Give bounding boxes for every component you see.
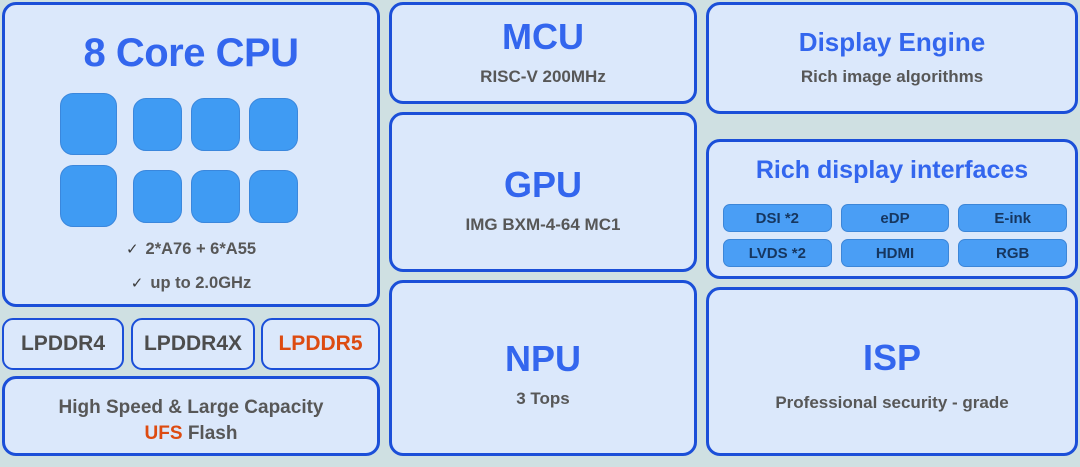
cpu-core-7 xyxy=(191,170,240,223)
cpu-spec-item: ✓ 2*A76 + 6*A55 xyxy=(5,241,377,258)
gpu-subtitle: IMG BXM-4-64 MC1 xyxy=(465,215,621,234)
display-interfaces-title: Rich display interfaces xyxy=(755,156,1029,184)
flash-accent-word: UFS xyxy=(144,422,183,444)
display-engine-subtitle: Rich image algorithms xyxy=(800,67,984,86)
memory-chip-lpddr4[interactable]: LPDDR4 xyxy=(2,318,124,370)
interface-chip-dsi[interactable]: DSI *2 xyxy=(723,204,832,232)
interface-chip-hdmi[interactable]: HDMI xyxy=(840,239,950,267)
cpu-core-6 xyxy=(133,170,182,223)
flash-line-1: High Speed & Large Capacity xyxy=(58,397,324,418)
memory-chip-lpddr5[interactable]: LPDDR5 xyxy=(261,318,380,370)
display-engine-block[interactable]: Display Engine Rich image algorithms xyxy=(706,2,1078,114)
display-engine-title: Display Engine xyxy=(798,27,986,57)
cpu-block[interactable]: 8 Core CPU ✓2*A76 + 6*A55 ✓up to 2.0GHz xyxy=(2,2,380,307)
interface-chip-edp[interactable]: eDP xyxy=(840,204,950,232)
interface-chip-eink[interactable]: E-ink xyxy=(958,204,1067,232)
cpu-spec-list: ✓2*A76 + 6*A55 ✓up to 2.0GHz xyxy=(5,241,377,308)
cpu-core-5 xyxy=(60,165,117,227)
cpu-title: 8 Core CPU xyxy=(83,31,299,75)
gpu-title: GPU xyxy=(503,164,582,205)
cpu-spec-text: up to 2.0GHz xyxy=(150,273,252,292)
flash-storage-block[interactable]: High Speed & Large Capacity UFS Flash xyxy=(2,376,380,456)
mcu-title: MCU xyxy=(502,16,584,57)
flash-description: High Speed & Large Capacity UFS Flash xyxy=(15,395,367,446)
check-icon: ✓ xyxy=(125,241,139,258)
cpu-core-grid xyxy=(60,93,330,233)
isp-title: ISP xyxy=(862,337,922,378)
gpu-block[interactable]: GPU IMG BXM-4-64 MC1 xyxy=(389,112,697,272)
mcu-subtitle: RISC-V 200MHz xyxy=(480,67,606,86)
flash-line-2: Flash xyxy=(182,422,238,444)
isp-subtitle: Professional security - grade xyxy=(775,393,1009,412)
cpu-core-8 xyxy=(249,170,298,223)
cpu-core-3 xyxy=(191,98,240,151)
cpu-core-1 xyxy=(60,93,117,155)
cpu-core-4 xyxy=(249,98,298,151)
display-interfaces-block[interactable]: Rich display interfaces DSI *2 eDP E-ink… xyxy=(706,139,1078,279)
mcu-block[interactable]: MCU RISC-V 200MHz xyxy=(389,2,697,104)
npu-title: NPU xyxy=(504,338,581,379)
interface-chip-lvds[interactable]: LVDS *2 xyxy=(723,239,832,267)
cpu-core-2 xyxy=(133,98,182,151)
display-interface-chip-grid: DSI *2 eDP E-ink LVDS *2 HDMI RGB xyxy=(723,204,1067,267)
npu-subtitle: 3 Tops xyxy=(516,389,570,408)
cpu-spec-text: 2*A76 + 6*A55 xyxy=(145,240,257,258)
isp-block[interactable]: ISP Professional security - grade xyxy=(706,287,1078,456)
npu-block[interactable]: NPU 3 Tops xyxy=(389,280,697,456)
check-icon: ✓ xyxy=(130,274,144,292)
interface-chip-rgb[interactable]: RGB xyxy=(958,239,1067,267)
cpu-spec-item: ✓ up to 2.0GHz xyxy=(5,273,377,292)
memory-chip-lpddr4x[interactable]: LPDDR4X xyxy=(131,318,255,370)
